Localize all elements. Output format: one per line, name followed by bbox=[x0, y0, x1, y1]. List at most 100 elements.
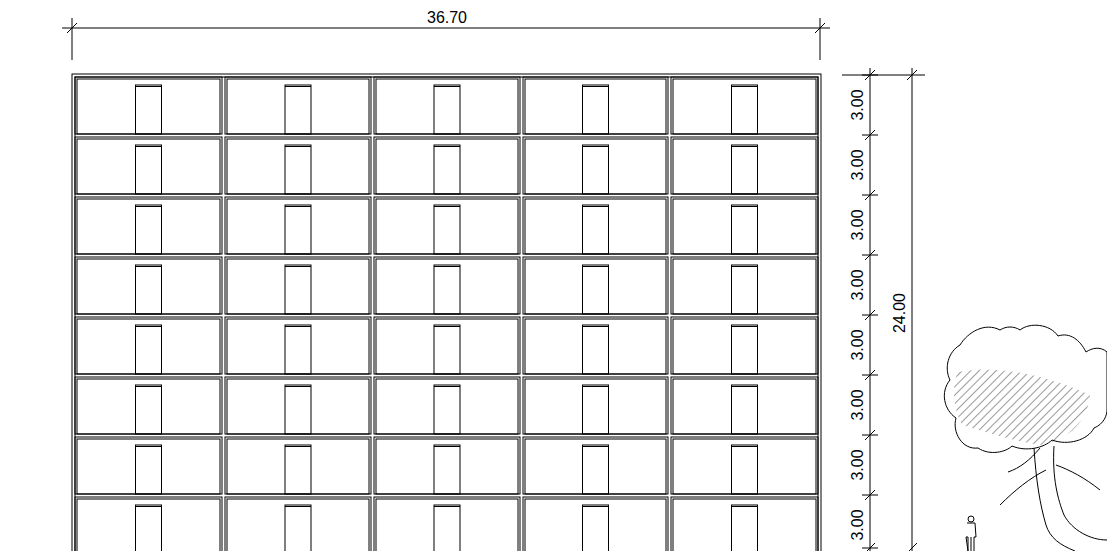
tree bbox=[944, 325, 1107, 551]
panel bbox=[225, 77, 371, 134]
panel bbox=[523, 377, 668, 434]
panel bbox=[225, 437, 371, 494]
dim-tick bbox=[907, 543, 917, 551]
panel bbox=[374, 257, 520, 314]
window-head bbox=[583, 326, 609, 327]
dim-ext bbox=[862, 495, 878, 496]
window-head bbox=[136, 446, 162, 447]
window bbox=[732, 85, 758, 134]
window bbox=[136, 265, 162, 314]
window-head bbox=[434, 446, 460, 447]
panel-inner bbox=[673, 439, 816, 494]
panel-inner bbox=[227, 319, 369, 374]
panel bbox=[671, 197, 818, 254]
panel bbox=[374, 437, 520, 494]
panel bbox=[523, 317, 668, 374]
window bbox=[136, 445, 162, 494]
panel bbox=[225, 377, 371, 434]
dimension-text: 3.00 bbox=[850, 508, 866, 541]
window bbox=[732, 505, 758, 551]
window bbox=[434, 85, 460, 134]
dim-ext bbox=[862, 548, 878, 549]
panel-inner bbox=[77, 379, 220, 434]
panel-inner bbox=[77, 499, 220, 551]
window-head bbox=[285, 206, 311, 207]
window-head bbox=[434, 206, 460, 207]
panel bbox=[374, 77, 520, 134]
window bbox=[136, 505, 162, 551]
panel-inner bbox=[77, 319, 220, 374]
window-head bbox=[434, 386, 460, 387]
panel bbox=[75, 497, 222, 551]
window-head bbox=[732, 206, 758, 207]
facade bbox=[72, 74, 821, 551]
window-head bbox=[732, 326, 758, 327]
window bbox=[583, 445, 609, 494]
window bbox=[285, 505, 311, 551]
panel bbox=[671, 437, 818, 494]
panel bbox=[671, 137, 818, 194]
panel bbox=[671, 257, 818, 314]
dim-ext bbox=[862, 435, 878, 436]
window-head bbox=[136, 146, 162, 147]
window-head bbox=[732, 86, 758, 87]
window bbox=[136, 385, 162, 434]
panel bbox=[225, 497, 371, 551]
window-head bbox=[434, 506, 460, 507]
window-head bbox=[732, 446, 758, 447]
window bbox=[434, 265, 460, 314]
panel bbox=[225, 137, 371, 194]
window bbox=[434, 445, 460, 494]
panel-inner bbox=[376, 259, 518, 314]
panel-inner bbox=[673, 259, 816, 314]
panel-inner bbox=[525, 439, 666, 494]
window-head bbox=[732, 266, 758, 267]
panel bbox=[671, 377, 818, 434]
dim-ext bbox=[862, 75, 878, 76]
window-head bbox=[136, 266, 162, 267]
window bbox=[136, 85, 162, 134]
window-head bbox=[136, 386, 162, 387]
panel-inner bbox=[227, 499, 369, 551]
window bbox=[434, 505, 460, 551]
window bbox=[136, 325, 162, 374]
window bbox=[285, 385, 311, 434]
panel bbox=[523, 437, 668, 494]
window bbox=[732, 325, 758, 374]
panel bbox=[75, 77, 222, 134]
panel-inner bbox=[525, 499, 666, 551]
panel bbox=[75, 377, 222, 434]
panel-inner bbox=[227, 259, 369, 314]
panel bbox=[225, 317, 371, 374]
panel bbox=[75, 197, 222, 254]
panel-inner bbox=[525, 259, 666, 314]
panel bbox=[225, 197, 371, 254]
panel-inner bbox=[227, 439, 369, 494]
dimension-text: 3.00 bbox=[850, 208, 866, 241]
panel-inner bbox=[673, 499, 816, 551]
window-head bbox=[583, 86, 609, 87]
panel bbox=[671, 497, 818, 551]
window-head bbox=[285, 146, 311, 147]
panel-inner bbox=[673, 319, 816, 374]
window bbox=[583, 325, 609, 374]
dim-ext bbox=[862, 135, 878, 136]
window bbox=[732, 265, 758, 314]
window bbox=[285, 325, 311, 374]
panel-inner bbox=[525, 319, 666, 374]
window-head bbox=[434, 86, 460, 87]
panel-inner bbox=[77, 139, 220, 194]
window-head bbox=[583, 446, 609, 447]
panel bbox=[671, 317, 818, 374]
window-head bbox=[285, 266, 311, 267]
panel bbox=[523, 497, 668, 551]
panel-inner bbox=[376, 439, 518, 494]
dimension-text: 3.00 bbox=[850, 88, 866, 121]
dim-tick bbox=[865, 543, 875, 551]
window-head bbox=[583, 206, 609, 207]
panel-inner bbox=[673, 379, 816, 434]
panel bbox=[75, 137, 222, 194]
window bbox=[136, 205, 162, 254]
dimension-text: 24.00 bbox=[892, 292, 908, 334]
panel bbox=[523, 137, 668, 194]
